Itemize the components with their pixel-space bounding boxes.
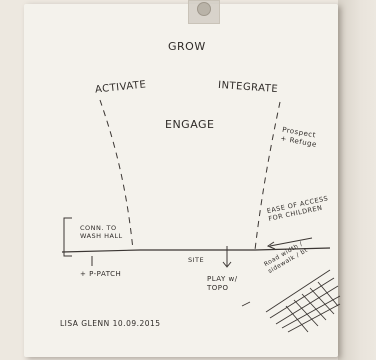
ease-arrow	[269, 237, 313, 247]
left-dashed-curve	[99, 99, 134, 251]
label-grow: GROW	[168, 40, 206, 53]
road-hatching	[265, 269, 341, 333]
label-conn-wash-hall: CONN. TO WASH HALL	[80, 224, 123, 240]
label-p-patch: + P-PATCH	[80, 270, 122, 278]
tape-strip	[188, 0, 220, 24]
label-site: SITE	[188, 256, 205, 264]
signature-date: LISA GLENN 10.09.2015	[60, 319, 161, 328]
label-play-topo: PLAY w/ TOPO	[207, 275, 238, 292]
pushpin	[197, 2, 211, 16]
left-bracket	[63, 217, 72, 257]
wall-shadow	[338, 0, 376, 360]
sketch-sheet	[24, 4, 338, 357]
right-dashed-curve	[254, 101, 281, 251]
ground-line	[61, 247, 331, 253]
label-engage: ENGAGE	[165, 118, 215, 131]
